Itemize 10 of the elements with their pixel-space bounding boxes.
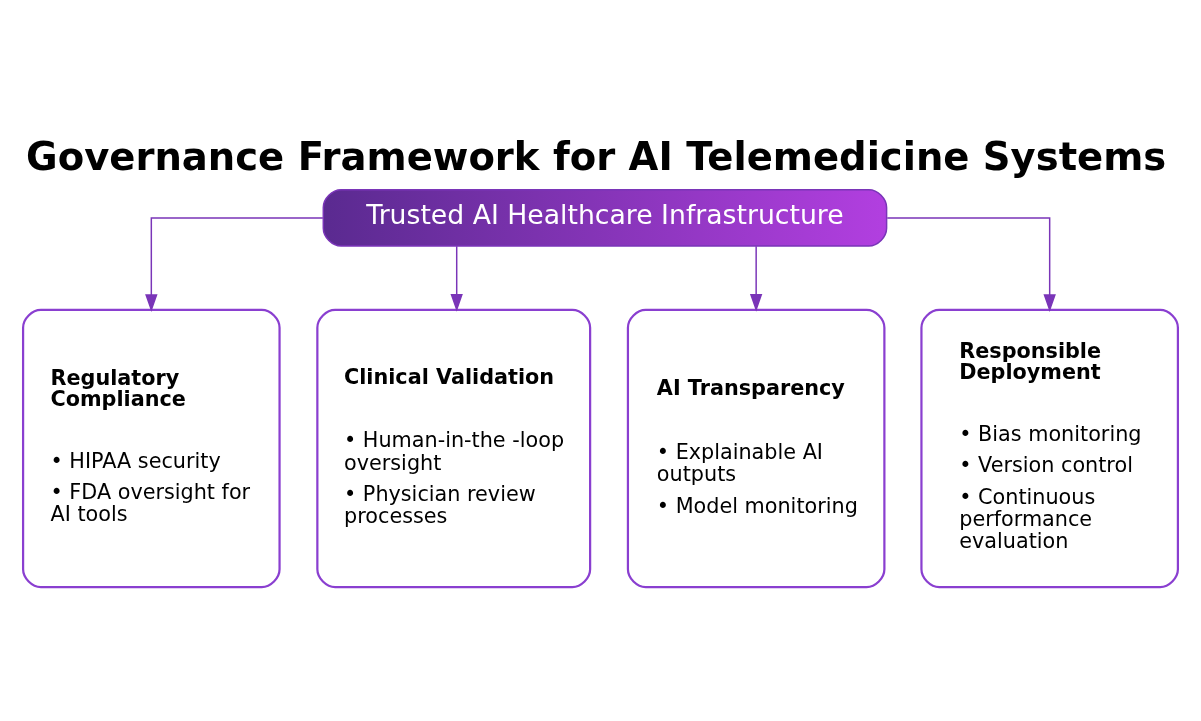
arrow	[886, 216, 1056, 312]
node-box: Responsible Deployment • Bias monitoring • Version control • Continuous performance evaluation	[920, 308, 1179, 588]
node-box: Clinical Validation • Human-in-the -loop oversight • Physician review processes	[316, 308, 592, 588]
arrow	[749, 245, 763, 312]
arrow	[145, 216, 324, 312]
diagram-title: Governance Framework for AI Telemedicine Systems	[26, 133, 1167, 179]
node-box: Regulatory Compliance • HIPAA security • FDA oversight for AI tools	[22, 308, 281, 588]
node-box: AI Transparency • Explainable AI outputs • Model monitoring	[626, 308, 886, 588]
node-box: Trusted AI Healthcare Infrastructure	[322, 188, 888, 247]
arrow	[450, 245, 463, 312]
